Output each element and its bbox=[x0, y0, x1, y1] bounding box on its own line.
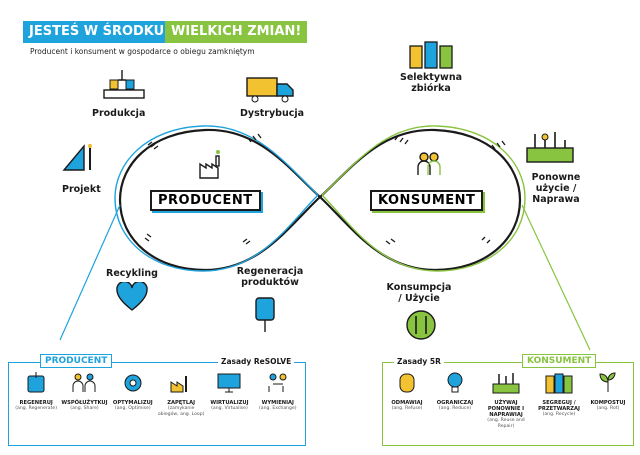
exchange-people-icon bbox=[268, 373, 287, 392]
segregate-bins-icon bbox=[545, 373, 573, 394]
plate-cutlery-icon bbox=[406, 310, 436, 340]
recycling-bins-icon bbox=[409, 41, 453, 69]
five-r-panel-title: Zasady 5R bbox=[394, 357, 444, 366]
resolve-items: REGENERUJ(ang. Regenerate) WSPÓŁUŻYTKUJ(… bbox=[12, 370, 302, 417]
factory-icon bbox=[199, 150, 220, 179]
loop-factory-icon bbox=[170, 376, 188, 393]
recycling-heart-icon bbox=[116, 282, 148, 311]
konsument-box: KONSUMENT bbox=[370, 190, 484, 211]
reduce-bulb-icon bbox=[447, 372, 463, 393]
resolve-item: OPTYMALIZUJ(ang. Optimise) bbox=[109, 370, 157, 417]
five-r-items: ODMAWIAJ(ang. Refuse) OGRANICZAJ(ang. Re… bbox=[384, 370, 630, 429]
resolve-panel bbox=[8, 362, 306, 446]
iv-bag-icon bbox=[255, 297, 275, 332]
compost-plant-icon bbox=[599, 372, 616, 392]
header-title-part1: JESTEŚ W ŚRODKU bbox=[23, 21, 171, 43]
step-konsumpcja: Konsumpcja / Użycie bbox=[386, 282, 452, 304]
resolve-item: ZAPĘTLAJ(zamykanie obiegów, ang. Loop) bbox=[157, 370, 205, 417]
production-line-icon bbox=[103, 70, 145, 99]
five-r-item: KOMPOSTUJ(ang. Rot) bbox=[586, 370, 630, 429]
step-dystrybucja: Dystrybucja bbox=[240, 108, 305, 119]
refuse-hand-icon bbox=[399, 373, 415, 393]
people-icon bbox=[417, 152, 441, 175]
five-r-item: ODMAWIAJ(ang. Refuse) bbox=[384, 370, 430, 429]
resolve-item: WSPÓŁUŻYTKUJ(ang. Share) bbox=[60, 370, 108, 417]
producent-box: PRODUCENT bbox=[150, 190, 261, 211]
subtitle: Producent i konsument w gospodarce o obi… bbox=[30, 47, 255, 56]
resolve-item: REGENERUJ(ang. Regenerate) bbox=[12, 370, 60, 417]
step-produkcja: Produkcja bbox=[92, 108, 146, 119]
reuse-repair-tools-icon bbox=[492, 373, 520, 394]
step-projekt: Projekt bbox=[62, 184, 101, 195]
optimise-gear-icon bbox=[124, 374, 142, 392]
step-recykling: Recykling bbox=[106, 268, 158, 279]
five-r-item: OGRANICZAJ(ang. Reduce) bbox=[432, 370, 478, 429]
step-ponowne: Ponowne użycie / Naprawa bbox=[531, 172, 581, 205]
five-r-item: SEGREGUJ / PRZETWARZAJ(ang. Recycle) bbox=[534, 370, 584, 429]
virtualise-monitor-icon bbox=[217, 373, 241, 393]
design-tools-icon bbox=[62, 144, 92, 171]
header-title-part2: WIELKICH ZMIAN! bbox=[165, 21, 308, 43]
delivery-truck-icon bbox=[246, 77, 294, 103]
resolve-item: WYMIENIAJ(ang. Exchange) bbox=[254, 370, 302, 417]
five-r-panel bbox=[382, 362, 634, 446]
resolve-item: WIRTUALIZUJ(ang. Virtualise) bbox=[205, 370, 253, 417]
five-r-item: UŻYWAJ PONOWNIE I NAPRAWIAJ(ang. Reuse a… bbox=[480, 370, 532, 429]
resolve-panel-title: Zasady ReSOLVE bbox=[218, 357, 295, 366]
regenerate-icon bbox=[27, 372, 45, 393]
repair-toolbox-icon bbox=[526, 132, 574, 163]
five-r-panel-tag: KONSUMENT bbox=[522, 354, 597, 368]
step-regeneracja: Regeneracja produktów bbox=[236, 266, 304, 288]
resolve-panel-tag: PRODUCENT bbox=[40, 354, 113, 368]
step-zbiorka: Selektywna zbiórka bbox=[400, 72, 462, 94]
share-people-icon bbox=[72, 373, 96, 392]
